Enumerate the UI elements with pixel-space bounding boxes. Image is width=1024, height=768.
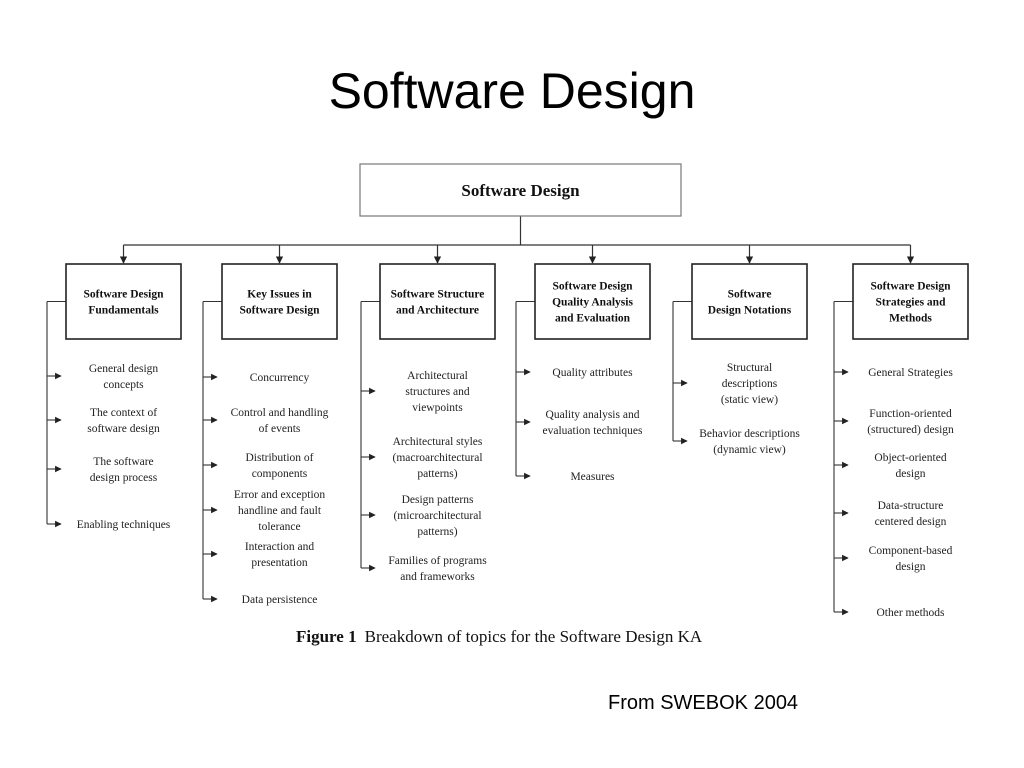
branch-box-key-issues-in-software-design	[221, 263, 338, 340]
topic-item-enabling-techniques: Enabling techniques	[77, 519, 171, 531]
topic-item-function-oriented-structured-design: Function-oriented(structured) design	[867, 408, 954, 436]
connector-lines	[46, 216, 915, 616]
root-box	[359, 163, 682, 217]
figure-caption-label: Figure 1	[296, 627, 357, 646]
topic-item-concurrency: Concurrency	[250, 372, 310, 384]
topic-item-behavior-descriptions-dynamic-view: Behavior descriptions(dynamic view)	[699, 428, 800, 456]
root-label: Software Design	[461, 181, 580, 200]
branch-box-software-structure-and-architecture	[379, 263, 496, 340]
topic-item-general-strategies: General Strategies	[868, 367, 953, 379]
source-note: From SWEBOK 2004	[608, 692, 799, 714]
topic-item-data-persistence: Data persistence	[242, 594, 318, 606]
topic-item-quality-attributes: Quality attributes	[552, 367, 633, 379]
branch-box-software-design-strategies-and-methods	[852, 263, 969, 340]
figure-caption-text: Breakdown of topics for the Software Des…	[364, 627, 703, 646]
branch-box-software-design-quality-analysis-and-evaluation	[534, 263, 651, 340]
figure-caption: Figure 1 Breakdown of topics for the Soft…	[296, 627, 702, 647]
topic-item-measures: Measures	[570, 471, 615, 483]
branch-box-software-design-fundamentals	[65, 263, 182, 340]
branch-box-software-design-notations	[691, 263, 808, 340]
topic-item-other-methods: Other methods	[876, 607, 945, 619]
slide-title: Software Design	[328, 63, 696, 119]
